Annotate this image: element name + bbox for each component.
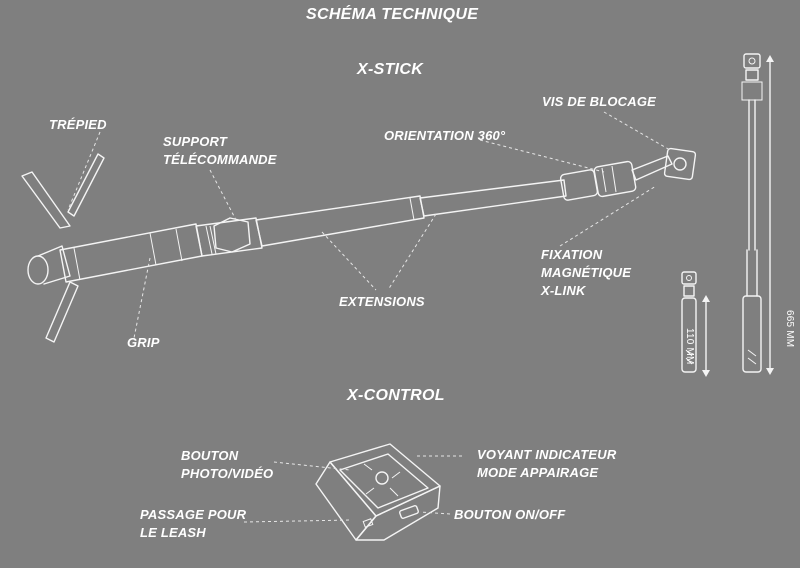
xcontrol-heading: X-CONTROL bbox=[347, 387, 445, 404]
dimension-110-arrow bbox=[702, 295, 710, 377]
xstick-heading: X-STICK bbox=[357, 61, 424, 78]
label-voyant-line1: VOYANT INDICATEUR bbox=[477, 447, 617, 462]
label-voyant-line2: MODE APPAIRAGE bbox=[477, 465, 599, 480]
head-mount bbox=[559, 147, 697, 201]
folded-stick bbox=[681, 271, 697, 373]
label-bouton-photo-video: BOUTON PHOTO/VIDÉO bbox=[181, 447, 273, 483]
label-fixation-line2: MAGNÉTIQUE bbox=[541, 265, 632, 280]
page-title: SCHÉMA TECHNIQUE bbox=[306, 6, 479, 23]
callout-lines bbox=[67, 111, 671, 339]
label-passage-line1: PASSAGE POUR bbox=[140, 507, 247, 522]
label-support-line2: TÉLÉCOMMANDE bbox=[163, 152, 277, 167]
label-bouton-line1: BOUTON bbox=[181, 448, 239, 463]
label-bouton-on-off: BOUTON ON/OFF bbox=[454, 507, 566, 522]
label-voyant-indicateur: VOYANT INDICATEUR MODE APPAIRAGE bbox=[477, 446, 616, 482]
grip-body bbox=[59, 223, 203, 283]
dimension-110-label: 110 MM bbox=[684, 328, 695, 365]
dimension-665-arrow bbox=[766, 55, 774, 375]
label-passage-line2: LE LEASH bbox=[140, 525, 206, 540]
xstick-illustration bbox=[21, 147, 697, 343]
label-bouton-line2: PHOTO/VIDÉO bbox=[181, 466, 274, 481]
label-fixation-line3: X-LINK bbox=[541, 283, 586, 298]
label-trepied: TRÉPIED bbox=[49, 117, 107, 132]
label-vis-de-blocage: VIS DE BLOCAGE bbox=[542, 94, 657, 109]
label-extensions: EXTENSIONS bbox=[339, 294, 425, 309]
extended-stick bbox=[741, 53, 763, 373]
remote-support bbox=[195, 217, 263, 257]
label-fixation: FIXATION MAGNÉTIQUE X-LINK bbox=[541, 246, 631, 300]
label-support-telecommande: SUPPORT TÉLÉCOMMANDE bbox=[163, 133, 277, 169]
label-orientation: ORIENTATION 360° bbox=[384, 128, 506, 143]
xcontrol-remote bbox=[315, 443, 441, 541]
extension-tubes bbox=[255, 179, 567, 247]
xcontrol-callouts bbox=[243, 455, 462, 523]
dimension-665-label: 665 MM bbox=[784, 310, 795, 348]
tripod-legs bbox=[21, 153, 105, 343]
label-passage-leash: PASSAGE POUR LE LEASH bbox=[140, 506, 246, 542]
label-support-line1: SUPPORT bbox=[163, 134, 228, 149]
label-grip: GRIP bbox=[127, 335, 160, 350]
label-fixation-line1: FIXATION bbox=[541, 247, 603, 262]
